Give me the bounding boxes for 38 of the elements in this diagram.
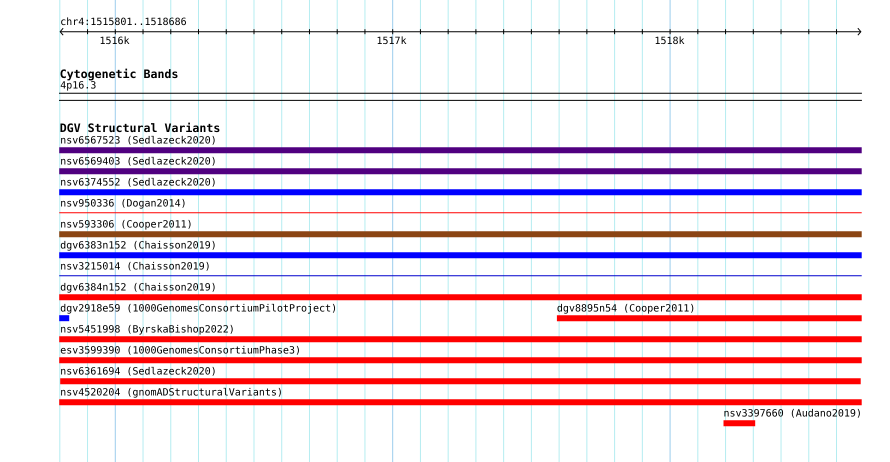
variant-bar xyxy=(59,252,862,258)
variant-label: nsv593306 (Cooper2011) xyxy=(61,220,191,230)
variant-line xyxy=(59,212,862,214)
track-title: DGV Structural Variants xyxy=(60,122,220,132)
variant-label: dgv6384n152 (Chaisson2019) xyxy=(60,282,215,293)
variant-line xyxy=(59,275,862,276)
variant-label: nsv6374552 (Sedlazeck2020) xyxy=(61,178,215,187)
variant-label: dgv2918e59 (1000GenomesConsortiumPilotProject) xyxy=(60,304,336,314)
variant-label: nsv3397660 (Audano2019) xyxy=(724,408,860,418)
variant-label: nsv3215014 (Chaisson2019) xyxy=(61,262,209,271)
variant-bar xyxy=(59,294,862,300)
variant-label: dgv8895n54 (Cooper2011) xyxy=(558,304,694,314)
variant-bar xyxy=(59,336,862,342)
track-title: Cytogenetic Bands xyxy=(60,68,178,80)
variant-label: esv3599390 (1000GenomesConsortiumPhase3) xyxy=(60,346,299,355)
band-label: 4p16.3 xyxy=(60,81,96,91)
variant-bar xyxy=(59,189,862,196)
variant-bar xyxy=(59,147,862,154)
tick-label: 1518k xyxy=(656,36,684,44)
tick-label: 1517k xyxy=(378,36,406,44)
variant-bar xyxy=(59,231,862,238)
variant-label: nsv950336 (Dogan2014) xyxy=(61,198,185,209)
variant-label: nsv6569403 (Sedlazeck2020) xyxy=(61,156,215,166)
tick-label: 1516k xyxy=(100,36,130,44)
variant-bar xyxy=(59,168,862,174)
variant-bar xyxy=(60,378,861,384)
variant-bar xyxy=(556,315,862,322)
variant-label: nsv6567523 (Sedlazeck2020) xyxy=(61,136,215,145)
cytoband xyxy=(58,92,862,101)
variant-bar xyxy=(59,357,862,364)
variant-label: nsv4520204 (gnomADStructuralVariants) xyxy=(61,388,281,398)
variant-bar xyxy=(724,420,756,426)
variant-bar xyxy=(59,399,862,406)
variant-label: dgv6383n152 (Chaisson2019) xyxy=(60,240,215,251)
position-label: chr4:1515801..1518686 xyxy=(61,17,186,26)
variant-label: nsv5451998 (ByrskaBishop2022) xyxy=(61,324,233,335)
variant-bar xyxy=(59,315,70,322)
variant-label: nsv6361694 (Sedlazeck2020) xyxy=(61,366,215,376)
